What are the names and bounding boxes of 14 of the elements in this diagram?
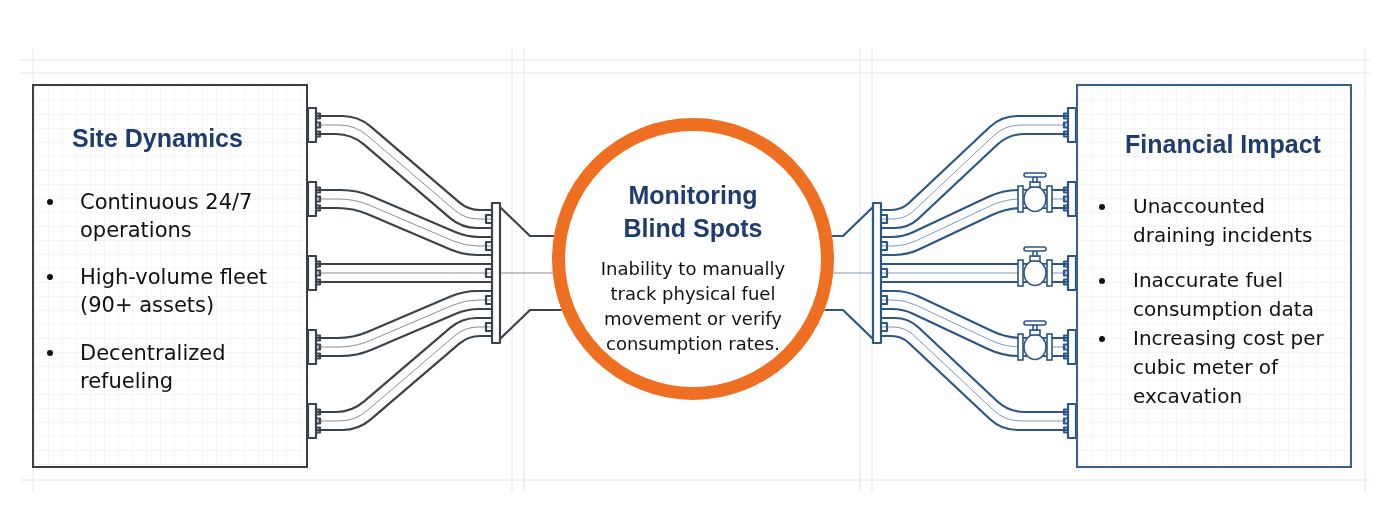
description-text: Inability to manually track physical fuel movement or verify consumption rates. [599,256,787,356]
highlight-circle [552,118,834,400]
list-item-text: High-volume fleet (90+ assets) [80,264,269,319]
list-item-text: Unaccounted draining incidents [1133,193,1314,249]
info-panel [1076,84,1352,468]
panel-heading: Financial Impact [1125,129,1321,159]
list-item-text: Inaccurate fuel consumption data [1133,267,1315,323]
panel-heading: Site Dynamics [72,123,243,153]
list-item-text: Increasing cost per cubic meter of excavation [1133,325,1325,410]
info-panel [32,84,308,468]
list-item-text: Continuous 24/7 operations [80,189,254,244]
pipe-connector [823,106,1078,440]
list-item-text: Decentralized refueling [80,340,227,395]
circle-heading: Monitoring Blind Spots [622,179,764,244]
